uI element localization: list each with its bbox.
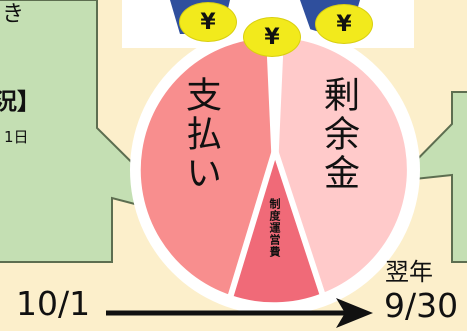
left-callout-text-2: 況】	[0, 89, 40, 115]
yen-coin-left: ¥	[179, 2, 237, 42]
yen-coin-center: ¥	[243, 17, 301, 57]
yen-symbol: ¥	[200, 9, 216, 35]
left-callout-text-3: 1日	[4, 128, 29, 146]
yen-coin-right: ¥	[315, 4, 373, 44]
payments-label: 支払い	[180, 76, 221, 193]
yen-symbol: ¥	[264, 24, 280, 50]
left-callout-text-1: き	[2, 2, 25, 27]
pie-chart	[130, 25, 420, 315]
arrow-head	[336, 298, 373, 328]
timeline-end-date: 9/30	[384, 286, 459, 325]
operating-costs-label: 制度運営費	[268, 198, 281, 258]
surplus-label: 剰余金	[318, 76, 359, 193]
right-callout	[393, 91, 467, 263]
pie-slice-operating-costs	[227, 147, 326, 309]
yen-symbol: ¥	[336, 11, 352, 37]
timeline-end-year-label: 翌年	[385, 258, 433, 286]
pie-slice-payments	[134, 32, 278, 301]
timeline-arrow	[106, 298, 373, 328]
timeline-start-date: 10/1	[16, 284, 91, 323]
pie-slice-surplus	[272, 32, 413, 299]
